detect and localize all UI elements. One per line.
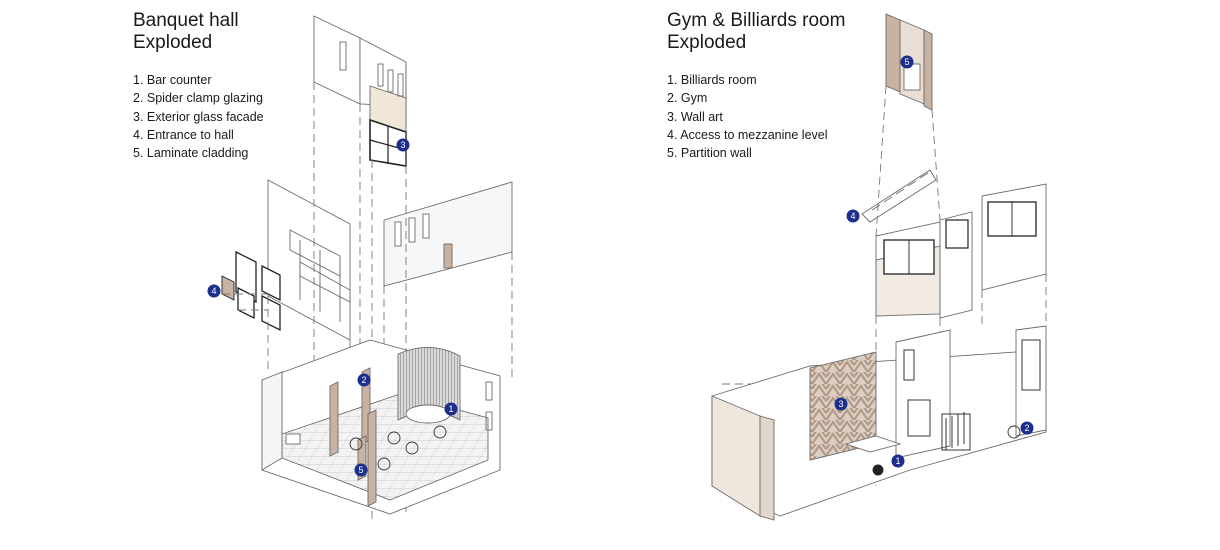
left-legend-item-2: 2. Spider clamp glazing	[133, 91, 263, 106]
right-legend-item-1: 1. Billiards room	[667, 73, 757, 87]
right-marker-4: 4	[846, 209, 860, 223]
right-title-line2: Exploded	[667, 32, 747, 53]
left-markers: 1 2 3 4 5	[207, 138, 458, 477]
right-legend-item-4: 4. Access to mezzanine level	[667, 127, 828, 142]
left-marker-4: 4	[207, 284, 221, 298]
right-markers: 1 2 3 4 5	[834, 55, 1034, 468]
right-marker-5: 5	[900, 55, 914, 69]
right-title: Gym & Billiards room Exploded	[667, 10, 845, 54]
left-marker-2-label: 2	[361, 375, 366, 385]
left-legend-item-5: 5. Laminate cladding	[133, 146, 249, 161]
right-legend: 1. Billiards room 2. Gym 3. Wall art 4. …	[667, 71, 828, 162]
gym-floor-base	[711, 325, 1047, 521]
left-marker-5-label: 5	[358, 465, 363, 475]
left-legend-item-4: 4. Entrance to hall	[133, 127, 234, 142]
right-marker-4-label: 4	[850, 211, 855, 221]
partition-wall-module	[885, 13, 933, 111]
right-marker-3-label: 3	[838, 399, 843, 409]
left-marker-3: 3	[396, 138, 410, 152]
left-marker-4-label: 4	[211, 286, 216, 296]
left-marker-1-label: 1	[448, 404, 453, 414]
right-marker-2-label: 2	[1024, 423, 1029, 433]
left-marker-1: 1	[444, 402, 458, 416]
left-marker-5: 5	[354, 463, 368, 477]
left-legend: 1. Bar counter 2. Spider clamp glazing 3…	[133, 71, 264, 162]
banquet-hall-drawing	[221, 15, 513, 520]
laminate-wall-module	[383, 181, 513, 287]
right-marker-3: 3	[834, 397, 848, 411]
right-marker-2: 2	[1020, 421, 1034, 435]
mezzanine-stair	[861, 169, 937, 223]
right-title-line1: Gym & Billiards room	[667, 10, 846, 31]
left-marker-2: 2	[357, 373, 371, 387]
right-marker-1: 1	[891, 454, 905, 468]
right-legend-item-5: 5. Partition wall	[667, 146, 752, 161]
entrance-doors-module	[221, 250, 281, 332]
gym-billiards-drawing	[711, 13, 1047, 521]
right-legend-item-2: 2. Gym	[667, 91, 708, 106]
mezzanine-partitions	[267, 179, 351, 341]
right-marker-1-label: 1	[895, 456, 900, 466]
left-legend-item-1: 1. Bar counter	[133, 73, 212, 87]
right-legend-item-3: 3. Wall art	[667, 109, 723, 124]
left-legend-item-3: 3. Exterior glass facade	[133, 109, 264, 124]
left-marker-3-label: 3	[400, 140, 405, 150]
right-marker-5-label: 5	[904, 57, 909, 67]
mezzanine-walls	[875, 183, 1047, 319]
left-title: Banquet hall Exploded	[133, 10, 239, 54]
left-title-line2: Exploded	[133, 32, 213, 53]
banquet-floor-base	[261, 339, 501, 515]
exterior-glass-facade-module	[313, 15, 407, 167]
left-title-line1: Banquet hall	[133, 10, 239, 31]
